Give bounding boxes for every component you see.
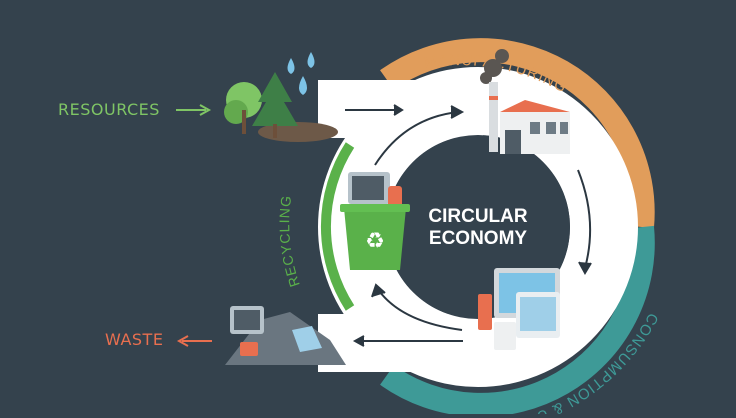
waste-pile-icon [225,306,346,365]
smoke-icon [480,49,509,84]
arrow-consumption-to-recycle [376,287,463,331]
arrow-consumption-to-recycle-head [371,283,386,298]
consumption-ring [380,225,655,417]
recycling-label: RECYCLING [276,194,303,289]
recycling-ring [321,142,355,311]
arrow-consumption-to-waste-head [352,335,365,347]
factory-icon [489,82,570,154]
water-drops-icon [287,52,315,95]
resources-label: RESOURCES [58,100,160,119]
arrow-recycle-to-manufacturing-head [450,105,465,119]
recycle-bin-icon: ♻ [340,172,410,270]
bottom-band [318,314,483,372]
arrow-recycle-to-manufacturing [374,111,459,166]
manufacturing-ring [380,38,655,229]
arrow-manufacturing-to-consumption-head [578,261,592,276]
arrow-manufacturing-to-consumption [577,169,592,269]
waste-arrow-icon [176,335,212,347]
devices-icon [478,268,560,350]
center-title-line1: CIRCULAR [428,206,527,227]
arrow-resources-to-manufacturing-head [393,104,404,116]
resources-arrow-icon [176,104,212,116]
tree-icon [224,72,338,142]
svg-text:♻: ♻ [365,229,385,254]
waste-label: WASTE [105,330,164,349]
center-title-line2: ECONOMY [429,228,528,249]
flow-arrows [345,104,592,347]
